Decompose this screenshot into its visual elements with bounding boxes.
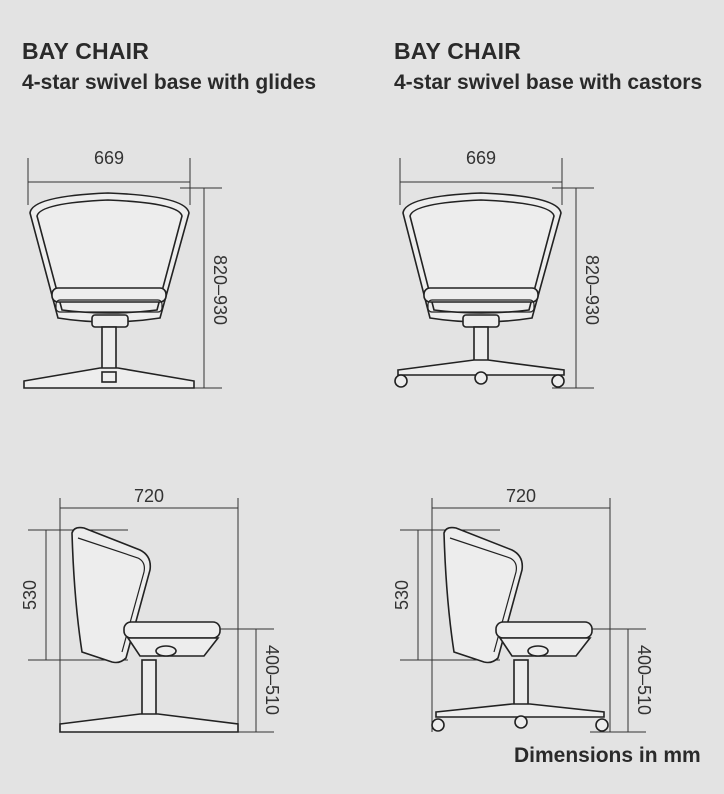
left-side-seat-height-label: 400–510: [262, 645, 282, 715]
right-front-view: 669 820–930: [394, 148, 602, 389]
right-side-back-height-label: 530: [392, 580, 412, 610]
left-subtitle: 4-star swivel base with glides: [22, 71, 317, 94]
left-front-height-label: 820–930: [210, 255, 230, 325]
right-front-width-label: 669: [466, 148, 496, 168]
left-side-view: 720 530 400–510: [20, 486, 282, 733]
left-side-depth-label: 720: [134, 486, 164, 506]
left-side-back-height-label: 530: [20, 580, 40, 610]
right-front-height-label: 820–930: [582, 255, 602, 325]
units-note: Dimensions in mm: [514, 744, 701, 767]
left-title: BAY CHAIR: [22, 38, 150, 64]
right-subtitle: 4-star swivel base with castors: [394, 71, 703, 94]
right-title: BAY CHAIR: [394, 38, 522, 64]
right-side-depth-label: 720: [506, 486, 536, 506]
left-front-width-label: 669: [94, 148, 124, 168]
right-side-seat-height-label: 400–510: [634, 645, 654, 715]
right-side-view: 720 530 400–510: [392, 486, 654, 733]
left-front-view: 669 820–930: [23, 148, 230, 389]
